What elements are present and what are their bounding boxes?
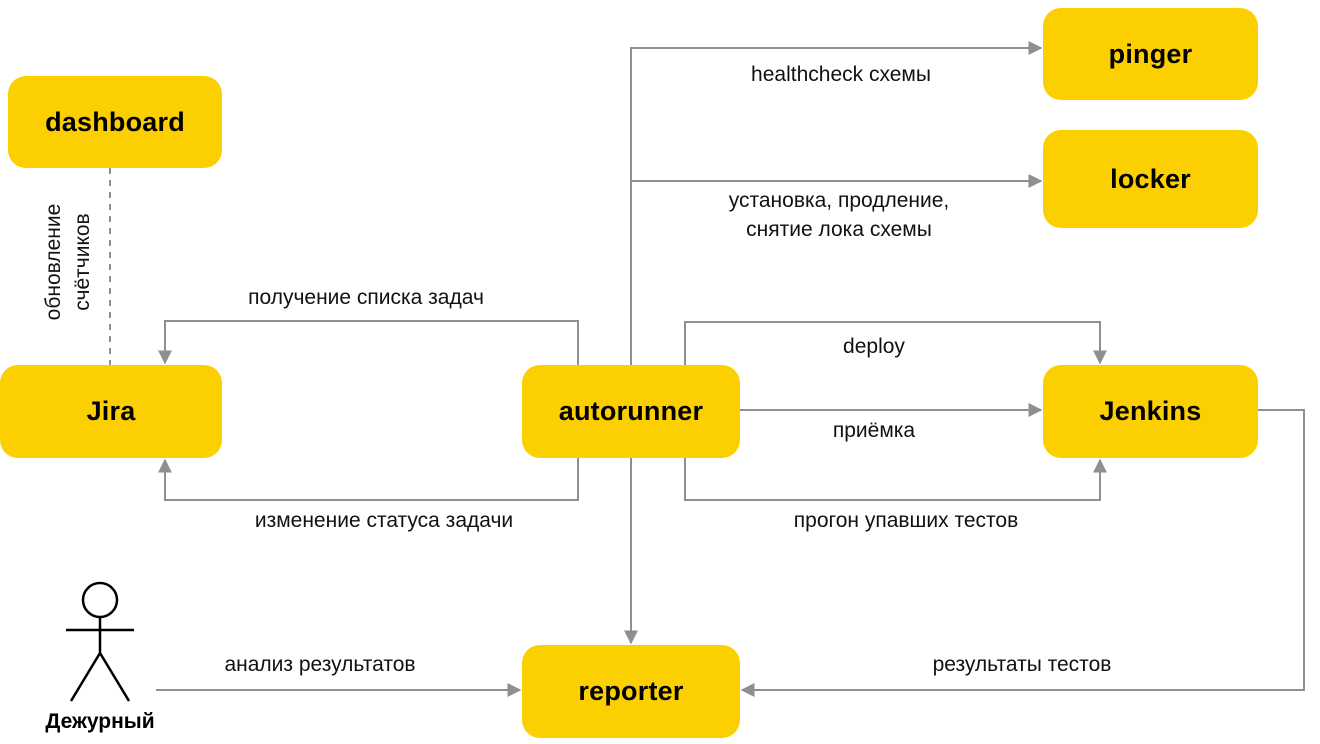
edge-autorunner-jira-top (158, 320, 579, 365)
edge-label-lock-schema: установка, продление, снятие лока схемы (728, 189, 950, 241)
edge-autorunner-jira-bottom (158, 458, 579, 501)
node-dashboard: dashboard (8, 76, 222, 168)
node-reporter: reporter (522, 645, 740, 738)
edge-label-result-analysis: анализ результатов (224, 653, 416, 676)
edge-label-change-task-status: изменение статуса задачи (254, 509, 514, 532)
node-autorunner: autorunner (522, 365, 740, 458)
node-pinger: pinger (1043, 8, 1258, 100)
node-jenkins: Jenkins (1043, 365, 1258, 458)
node-locker: locker (1043, 130, 1258, 228)
node-jira: Jira (0, 365, 222, 458)
edge-label-deploy: deploy (843, 335, 905, 358)
edge-label-test-results: результаты тестов (932, 653, 1112, 676)
edge-label-priemka: приёмка (832, 419, 916, 442)
person-icon (66, 581, 134, 702)
edge-autorunner-jenkins-rerun (684, 458, 1107, 501)
edge-label-healthcheck: healthcheck схемы (751, 63, 931, 86)
edge-label-counters-update: обновление счётчиков (42, 203, 94, 321)
actor-duty-person: Дежурный (40, 580, 160, 736)
edge-label-get-task-list: получение списка задач (248, 286, 484, 309)
edge-label-rerun-failed-tests: прогон упавших тестов (793, 509, 1019, 532)
actor-label: Дежурный (45, 710, 155, 733)
